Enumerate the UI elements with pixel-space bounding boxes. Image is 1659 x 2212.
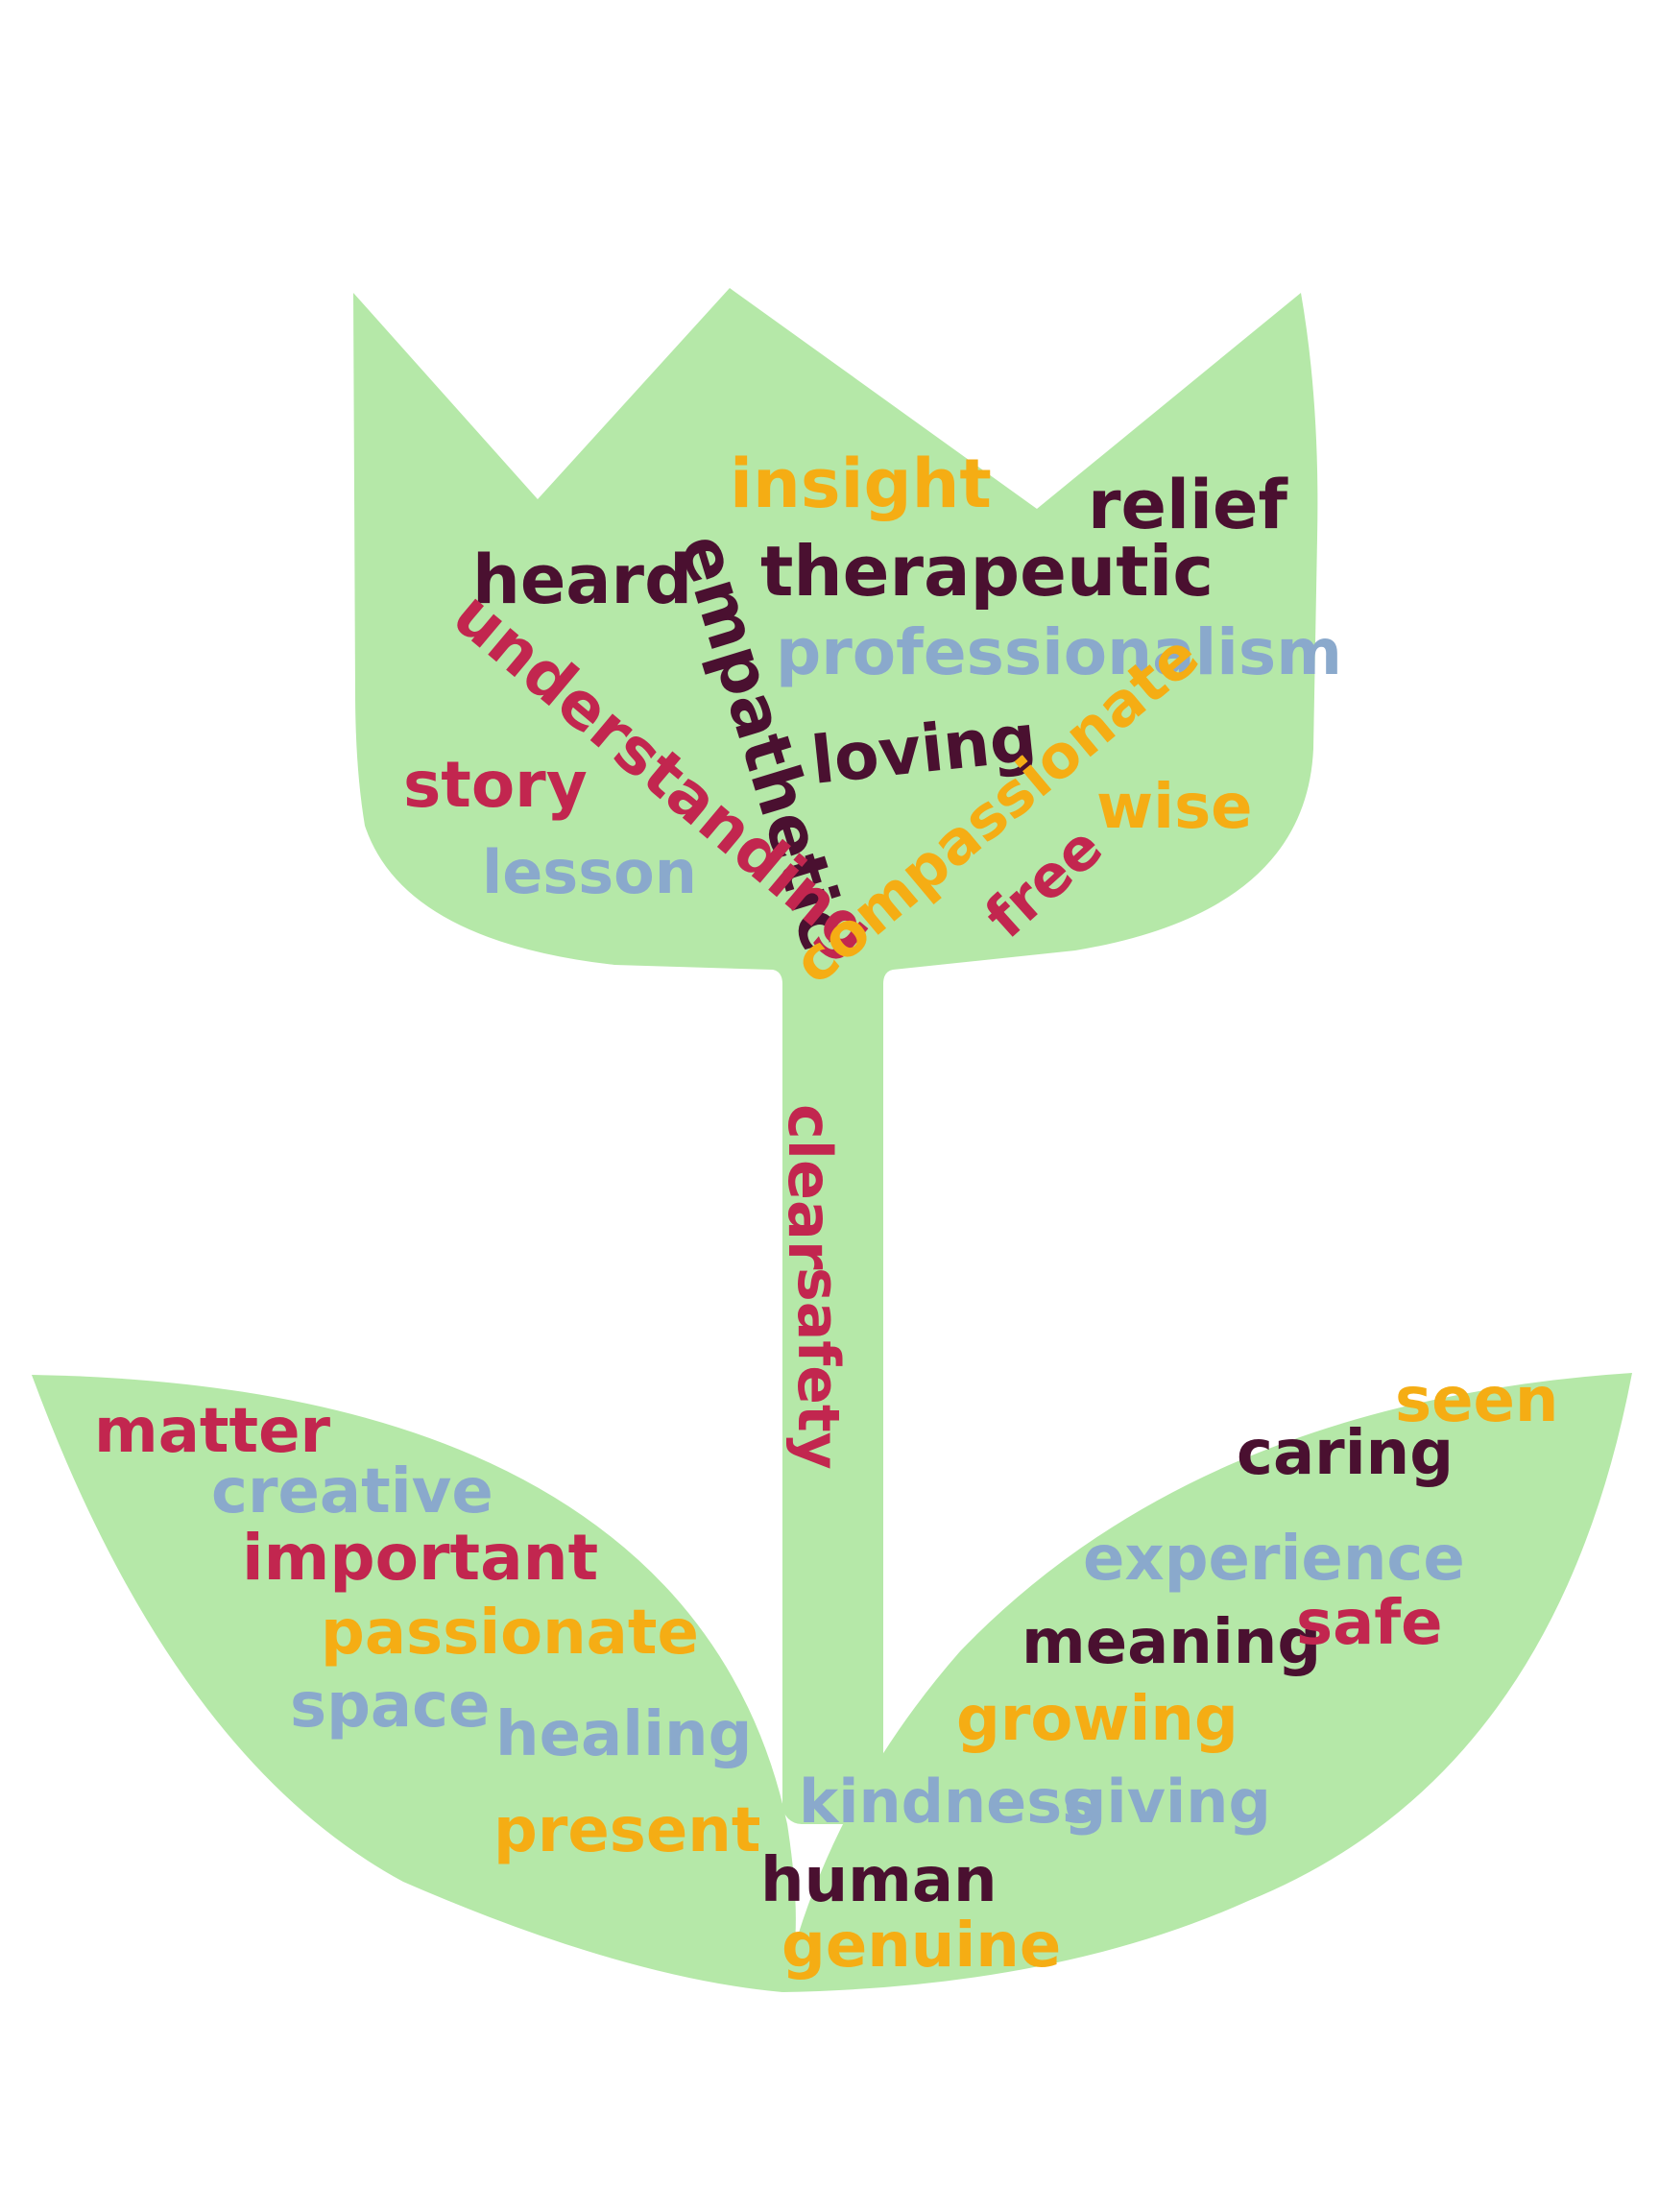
- word-growing: growing: [956, 1684, 1238, 1755]
- word-clear: clear: [775, 1104, 845, 1270]
- word-caring: caring: [1237, 1418, 1454, 1489]
- word-giving: giving: [1064, 1767, 1271, 1837]
- word-lesson: lesson: [482, 837, 697, 907]
- word-wise: wise: [1096, 772, 1253, 843]
- word-genuine: genuine: [781, 1911, 1061, 1982]
- word-heard: heard: [472, 541, 692, 619]
- tulip-head: [353, 288, 1318, 998]
- word-human: human: [760, 1845, 998, 1916]
- word-professionalism: professionalism: [776, 615, 1342, 689]
- tulip-stem: [782, 960, 883, 1824]
- word-meaning: meaning: [1022, 1607, 1321, 1678]
- word-passionate: passionate: [321, 1598, 699, 1669]
- word-therapeutic: therapeutic: [760, 531, 1214, 612]
- word-creative: creative: [211, 1456, 493, 1527]
- word-insight: insight: [730, 445, 992, 523]
- word-healing: healing: [495, 1699, 752, 1770]
- word-matter: matter: [94, 1396, 330, 1467]
- words-layer: insight relief heard empathetic therapeu…: [94, 445, 1558, 1982]
- word-safe: safe: [1296, 1588, 1443, 1659]
- word-space: space: [290, 1671, 490, 1742]
- word-seen: seen: [1395, 1365, 1558, 1436]
- leaf-left: [32, 1375, 796, 1992]
- word-relief: relief: [1088, 466, 1288, 544]
- word-story: story: [403, 748, 588, 822]
- word-safety: safety: [784, 1267, 852, 1470]
- word-present: present: [493, 1795, 760, 1866]
- word-important: important: [242, 1521, 598, 1595]
- word-experience: experience: [1083, 1524, 1465, 1595]
- word-kindness: kindness: [799, 1767, 1097, 1837]
- leaf-right: [782, 1373, 1632, 1992]
